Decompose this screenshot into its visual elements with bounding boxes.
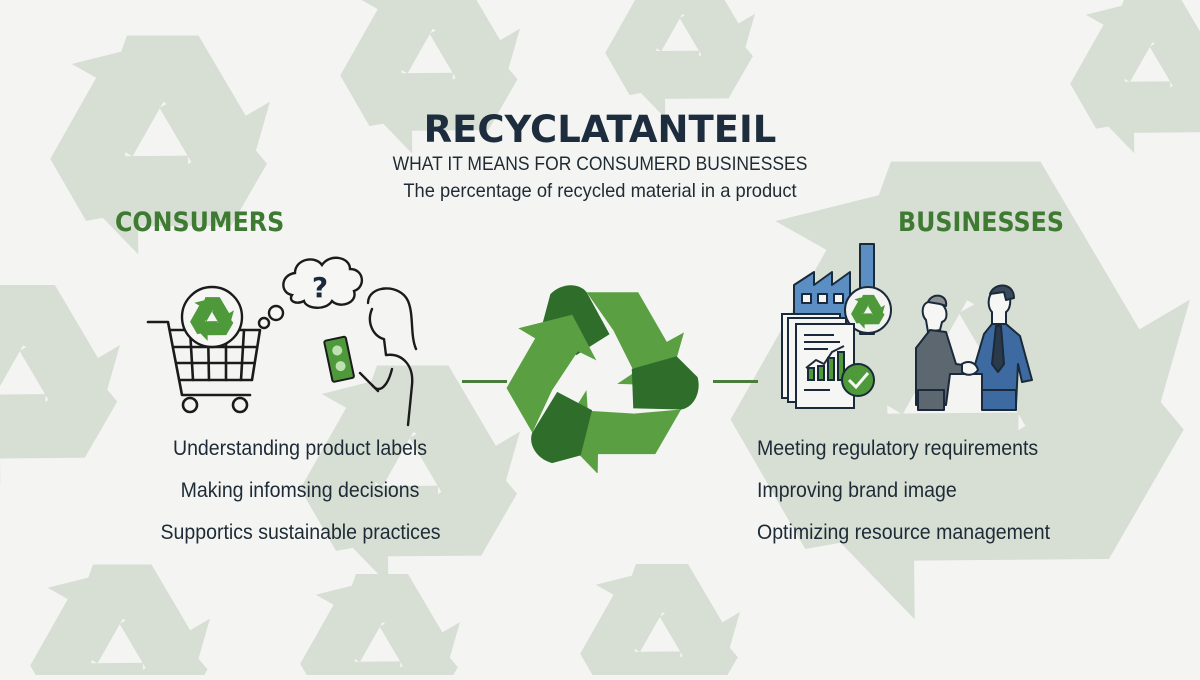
right-connector-line bbox=[713, 380, 758, 383]
page-subtitle: WHAT IT MEANS FOR CONSUMERD BUSINESSES bbox=[392, 154, 808, 175]
businesses-list: Meeting regulatory requirements Improvin… bbox=[757, 428, 1072, 554]
consumers-list: Understanding product labels Making info… bbox=[150, 428, 450, 554]
report-document-icon bbox=[781, 313, 855, 409]
factory-recycle-badge-icon bbox=[844, 286, 892, 334]
left-connector-line bbox=[462, 380, 507, 383]
consumers-heading: CONSUMERS bbox=[115, 207, 285, 238]
woman-reading-label-icon bbox=[358, 287, 418, 427]
product-label-card bbox=[323, 335, 355, 383]
businesses-heading: BUSINESSES bbox=[898, 207, 1064, 238]
businesses-item-regulatory: Meeting regulatory requirements bbox=[757, 437, 1039, 460]
businesses-item-brand: Improving brand image bbox=[757, 479, 957, 502]
consumers-item-labels: Understanding product labels bbox=[172, 437, 428, 460]
businesses-illustration bbox=[770, 240, 1060, 415]
page-title: RECYCLATANTEIL bbox=[423, 108, 777, 151]
handshake-icon bbox=[915, 284, 1033, 411]
center-recycle-icon bbox=[495, 268, 705, 474]
thought-bubble-icon bbox=[257, 256, 363, 330]
check-badge-icon bbox=[841, 363, 875, 397]
consumers-item-sustainable: Supportics sustainable practices bbox=[160, 521, 441, 544]
consumers-item-decisions: Making infomsing decisions bbox=[180, 479, 420, 502]
recycle-badge-icon bbox=[180, 285, 244, 349]
businesses-item-resource: Optimizing resource management bbox=[757, 521, 1051, 544]
question-mark: ? bbox=[312, 271, 328, 304]
page-description: The percentage of recycled material in a… bbox=[403, 180, 797, 202]
consumers-illustration: ? bbox=[140, 245, 440, 430]
